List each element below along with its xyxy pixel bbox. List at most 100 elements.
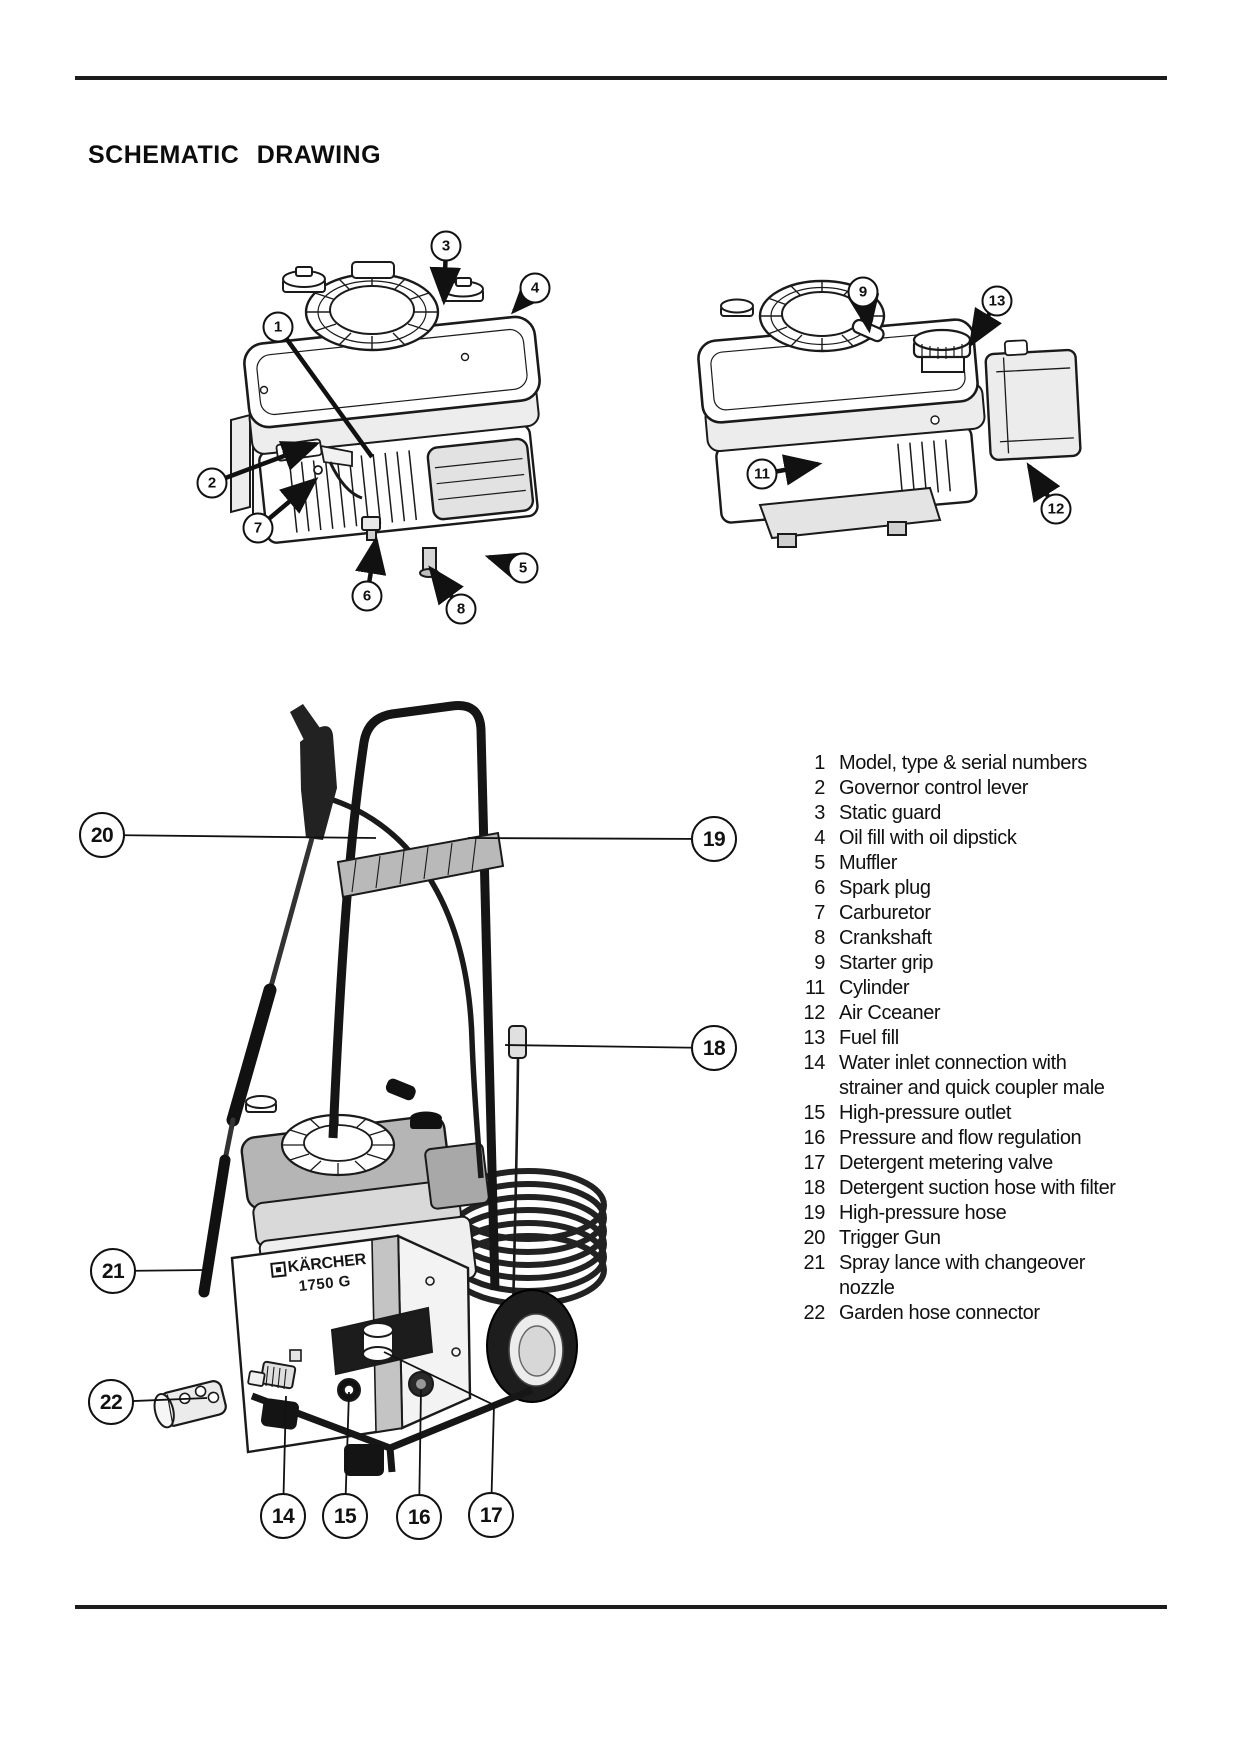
callout-22: 22 <box>88 1379 134 1425</box>
part-label: Muffler <box>839 852 897 874</box>
part-label: Governor control lever <box>839 777 1029 799</box>
part-label: Detergent metering valve <box>839 1152 1053 1174</box>
part-label: Trigger Gun <box>839 1227 941 1249</box>
engine-front-illustration <box>230 261 541 578</box>
part-number: 3 <box>814 802 825 824</box>
callout-14: 14 <box>260 1493 306 1539</box>
part-number: 21 <box>803 1252 826 1274</box>
part-number: 16 <box>803 1127 826 1149</box>
part-number: 18 <box>803 1177 826 1199</box>
part-number: 7 <box>814 902 825 924</box>
callout-1: 1 <box>262 311 294 343</box>
parts-list-item: 5 Muffler <box>797 851 1167 876</box>
part-label: Oil fill with oil dipstick <box>839 827 1017 849</box>
callout-11: 11 <box>746 458 778 490</box>
part-number: 11 <box>805 977 825 999</box>
handle-frame <box>328 701 500 1291</box>
part-label: Water inlet connection with strainer and… <box>839 1052 1105 1099</box>
part-label: Crankshaft <box>839 927 932 949</box>
parts-list-item: 14 Water inlet connection with strainer a… <box>797 1051 1167 1101</box>
trigger-gun <box>290 704 337 840</box>
part-number: 14 <box>803 1052 826 1074</box>
parts-list-item: 11 Cylinder <box>797 976 1167 1001</box>
detergent-filter <box>508 1025 527 1059</box>
air-cleaner <box>984 339 1082 462</box>
part-label: High-pressure hose <box>839 1202 1007 1224</box>
part-label: High-pressure outlet <box>839 1102 1012 1124</box>
part-number: 15 <box>803 1102 826 1124</box>
part-number: 8 <box>814 927 825 949</box>
spray-lance <box>198 835 315 1298</box>
top-rule <box>75 76 1167 80</box>
part-label: Spray lance with changeover nozzle <box>839 1252 1086 1299</box>
hp-hose <box>315 792 484 1179</box>
parts-list-item: 2 Governor control lever <box>797 776 1167 801</box>
part-label: Cylinder <box>839 977 910 999</box>
karcher-logo-mark <box>270 1260 287 1278</box>
part-label: Model, type & serial numbers <box>839 752 1087 774</box>
part-label: Detergent suction hose with filter <box>839 1177 1116 1199</box>
callout-8: 8 <box>445 593 477 625</box>
engine-rear-illustration <box>697 279 1082 548</box>
part-number: 4 <box>814 827 825 849</box>
part-number: 19 <box>803 1202 826 1224</box>
part-number: 22 <box>803 1302 826 1324</box>
part-number: 5 <box>814 852 825 874</box>
parts-list-item: 18 Detergent suction hose with filter <box>797 1176 1167 1201</box>
part-label: Fuel fill <box>839 1027 899 1049</box>
parts-list-item: 12 Air Cceaner <box>797 1001 1167 1026</box>
parts-list-item: 7 Carburetor <box>797 901 1167 926</box>
callout-15: 15 <box>322 1493 368 1539</box>
parts-list-item: 13 Fuel fill <box>797 1026 1167 1051</box>
garden-hose-connector <box>153 1380 227 1429</box>
parts-list-item: 6 Spark plug <box>797 876 1167 901</box>
callout-9: 9 <box>847 276 879 308</box>
parts-list-item: 9 Starter grip <box>797 951 1167 976</box>
parts-list-item: 21 Spray lance with changeover nozzle <box>797 1251 1167 1301</box>
callout-13: 13 <box>981 285 1013 317</box>
page-title: SCHEMATIC DRAWING <box>88 140 382 169</box>
part-number: 12 <box>803 1002 826 1024</box>
part-label: Starter grip <box>839 952 934 974</box>
callout-21: 21 <box>90 1248 136 1294</box>
parts-list-item: 17 Detergent metering valve <box>797 1151 1167 1176</box>
part-number: 1 <box>814 752 825 774</box>
callout-12: 12 <box>1040 493 1072 525</box>
callout-16: 16 <box>396 1494 442 1540</box>
part-number: 13 <box>803 1027 826 1049</box>
bottom-rule <box>75 1605 1167 1609</box>
parts-list-item: 19 High-pressure hose <box>797 1201 1167 1226</box>
callout-3: 3 <box>430 230 462 262</box>
parts-list-item: 20 Trigger Gun <box>797 1226 1167 1251</box>
pressure-washer-illustration <box>153 701 607 1476</box>
part-label: Air Cceaner <box>839 1002 941 1024</box>
callout-17: 17 <box>468 1492 514 1538</box>
callout-20: 20 <box>79 812 125 858</box>
part-label: Spark plug <box>839 877 931 899</box>
parts-list-item: 22 Garden hose connector <box>797 1301 1167 1326</box>
parts-list-item: 16 Pressure and flow regulation <box>797 1126 1167 1151</box>
callout-18: 18 <box>691 1025 737 1071</box>
part-number: 17 <box>803 1152 826 1174</box>
part-number: 9 <box>814 952 825 974</box>
wheel <box>486 1289 578 1403</box>
part-number: 6 <box>814 877 825 899</box>
part-number: 2 <box>814 777 825 799</box>
callout-2: 2 <box>196 467 228 499</box>
part-label: Pressure and flow regulation <box>839 1127 1082 1149</box>
handle-brace <box>336 831 505 899</box>
callout-7: 7 <box>242 512 274 544</box>
callout-19: 19 <box>691 816 737 862</box>
parts-list-item: 15 High-pressure outlet <box>797 1101 1167 1126</box>
part-number: 20 <box>803 1227 826 1249</box>
part-label: Carburetor <box>839 902 931 924</box>
parts-list-item: 4 Oil fill with oil dipstick <box>797 826 1167 851</box>
callout-5: 5 <box>507 552 539 584</box>
parts-list-item: 1 Model, type & serial numbers <box>797 751 1167 776</box>
part-label: Garden hose connector <box>839 1302 1040 1324</box>
callout-6: 6 <box>351 580 383 612</box>
water-inlet <box>247 1349 302 1390</box>
